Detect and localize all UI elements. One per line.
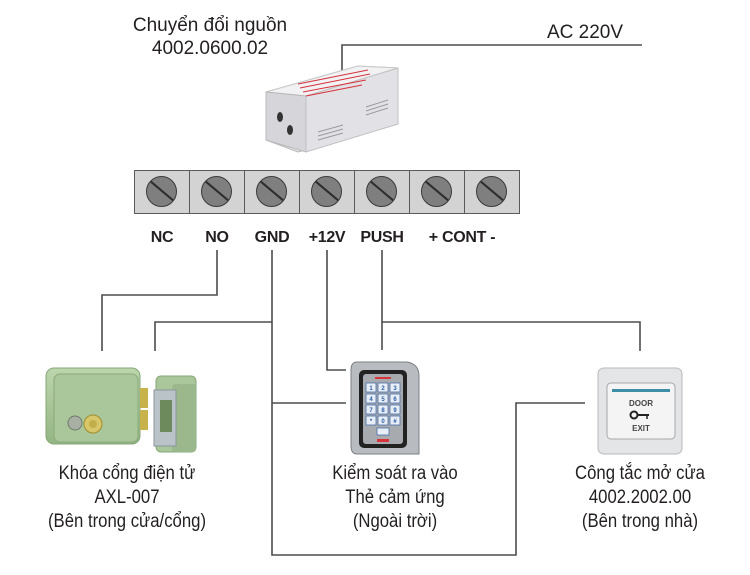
keypad-key[interactable] <box>377 393 389 404</box>
exit-button-model: 4002.2002.00 <box>588 487 692 508</box>
label-nc: NC <box>150 229 174 246</box>
keypad-key-label: * <box>370 419 373 425</box>
keypad-key[interactable] <box>389 382 401 393</box>
keypad-key-label: 7 <box>369 408 373 414</box>
power-supply-icon <box>265 65 399 153</box>
keypad-key[interactable] <box>389 404 401 415</box>
keypad-key[interactable] <box>377 415 389 426</box>
electric-lock-icon <box>45 367 197 453</box>
screw-icon <box>146 176 177 207</box>
reader-type: Thẻ cảm ứng <box>345 487 445 508</box>
label-push: PUSH <box>360 229 404 246</box>
terminal-block <box>134 170 520 214</box>
exit-button-caption: Công tắc mở cửa 4002.2002.00 (Bên trong … <box>543 462 737 534</box>
label-cont: + CONT - <box>428 229 496 246</box>
keypad-key[interactable] <box>365 393 377 404</box>
lock-location: (Bên trong cửa/cổng) <box>47 511 207 532</box>
terminal-gnd[interactable] <box>245 171 300 213</box>
wire-ac-input <box>341 44 642 80</box>
keypad-key[interactable] <box>377 382 389 393</box>
exit-button-location: (Bên trong nhà) <box>581 511 699 532</box>
screw-icon <box>476 176 507 207</box>
exit-button-icon: DOOR EXIT <box>597 367 683 455</box>
power-supply-name: Chuyển đổi nguồn <box>132 15 288 36</box>
keypad-key-label: 4 <box>369 397 373 403</box>
reader-name: Kiểm soát ra vào <box>332 463 458 484</box>
keypad-key-label: 0 <box>381 419 385 425</box>
exit-button-bottom-text: EXIT <box>632 424 650 433</box>
reader-location: (Ngoài trời) <box>352 511 438 532</box>
keypad-key-label: 3 <box>393 386 397 392</box>
screw-icon <box>311 176 342 207</box>
terminal-cont-plus[interactable] <box>410 171 465 213</box>
label-12v: +12V <box>308 229 346 246</box>
keypad-key[interactable] <box>365 382 377 393</box>
keypad-key-label: 8 <box>381 408 385 414</box>
wire-gnd-trunk <box>271 250 585 556</box>
keypad-key[interactable] <box>365 404 377 415</box>
terminal-cont-minus[interactable] <box>465 171 519 213</box>
power-supply-label: Chuyển đổi nguồn 4002.0600.02 <box>110 14 310 60</box>
keypad-key-label: 2 <box>381 386 385 392</box>
terminal-no[interactable] <box>190 171 245 213</box>
keypad-key[interactable] <box>389 415 401 426</box>
keypad-key-label: 5 <box>381 397 385 403</box>
screw-icon <box>201 176 232 207</box>
screw-icon <box>256 176 287 207</box>
keypad-key[interactable] <box>377 404 389 415</box>
terminal-nc[interactable] <box>135 171 190 213</box>
screw-icon <box>421 176 452 207</box>
screw-icon <box>366 176 397 207</box>
power-supply-code: 4002.0600.02 <box>151 38 269 59</box>
exit-button-name: Công tắc mở cửa <box>575 463 705 484</box>
wire-12v-reader <box>326 250 346 371</box>
label-gnd: GND <box>254 229 290 246</box>
keypad-key-label: 1 <box>369 386 373 392</box>
lock-model: AXL-007 <box>94 487 160 508</box>
keypad-key-label: 9 <box>393 408 397 414</box>
wire-no-lock <box>101 250 218 351</box>
keypad-key-label: 6 <box>393 397 397 403</box>
keypad-key-label: # <box>393 419 397 425</box>
exit-button-top-text: DOOR <box>629 399 653 408</box>
wire-gnd-lock <box>154 321 272 351</box>
keypad-key[interactable] <box>365 415 377 426</box>
lock-caption: Khóa cổng điện tử AXL-007 (Bên trong cửa… <box>26 462 228 534</box>
ac-input-label: AC 220V <box>547 22 624 43</box>
key-icon <box>629 410 649 420</box>
keypad-key[interactable] <box>389 393 401 404</box>
label-no: NO <box>205 229 229 246</box>
keypad-reader-icon: 1 2 3 4 5 6 7 8 9 * 0 # <box>350 361 420 455</box>
terminal-push[interactable] <box>355 171 410 213</box>
lock-name: Khóa cổng điện tử <box>58 463 196 484</box>
wire-push-exit <box>381 250 641 351</box>
terminal-12v[interactable] <box>300 171 355 213</box>
reader-caption: Kiểm soát ra vào Thẻ cảm ứng (Ngoài trời… <box>298 462 492 534</box>
